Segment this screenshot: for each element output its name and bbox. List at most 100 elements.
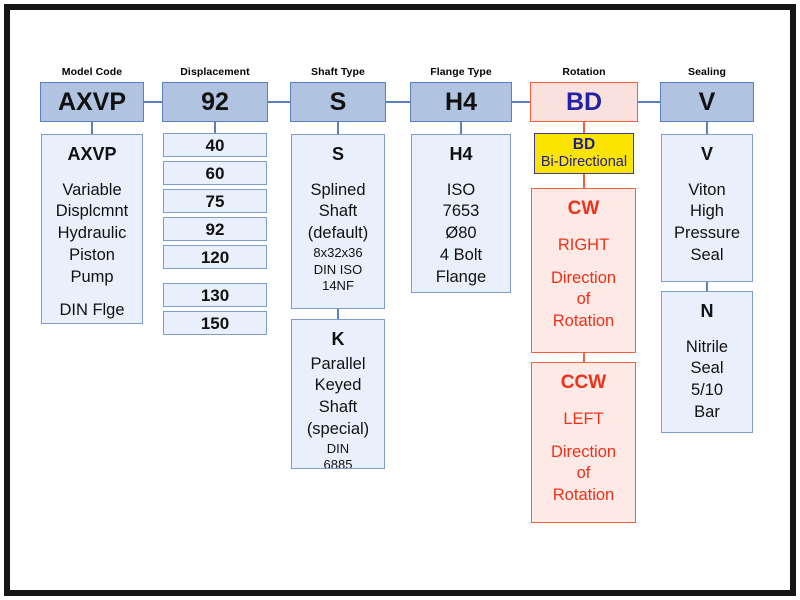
detail-line: of bbox=[576, 290, 591, 309]
detail-code-sealing-n: N bbox=[700, 301, 714, 321]
detail-code-flange-h4: H4 bbox=[449, 144, 473, 164]
header-box-shaft-type[interactable]: S bbox=[290, 82, 386, 122]
column-label-sealing: Sealing bbox=[687, 66, 727, 78]
detail-code-shaft-s: S bbox=[331, 144, 344, 164]
detail-line: Seal bbox=[690, 359, 724, 378]
detail-line: 7653 bbox=[442, 202, 480, 221]
detail-code-sealing-v: V bbox=[700, 144, 713, 164]
connector-header-2-3 bbox=[268, 101, 290, 103]
header-box-flange-type[interactable]: H4 bbox=[410, 82, 512, 122]
list-item-value: 150 bbox=[200, 313, 230, 333]
detail-line: 5/10 bbox=[690, 381, 724, 400]
detail-box-shaft-s[interactable]: S Splined Shaft (default) 8x32x36 DIN IS… bbox=[291, 134, 385, 309]
column-label-flange-type: Flange Type bbox=[430, 66, 492, 78]
highlight-line-bd: Bi-Directional bbox=[540, 153, 628, 170]
detail-line: Parallel bbox=[310, 354, 366, 373]
detail-box-rotation-cw[interactable]: CW RIGHT Direction of Rotation bbox=[531, 188, 636, 353]
list-item-value: 130 bbox=[200, 285, 230, 305]
detail-box-rotation-ccw[interactable]: CCW LEFT Direction of Rotation bbox=[531, 362, 636, 523]
connector-header-4-5 bbox=[512, 101, 530, 103]
connector-model-code-down bbox=[91, 122, 93, 134]
detail-box-sealing-v[interactable]: V Viton High Pressure Seal bbox=[661, 134, 753, 282]
detail-line: Bar bbox=[694, 402, 720, 421]
list-item-displacement-150[interactable]: 150 bbox=[163, 311, 267, 335]
detail-line-small: 8x32x36 bbox=[313, 244, 363, 260]
detail-line-small: DIN bbox=[326, 440, 350, 456]
detail-line: Direction bbox=[550, 442, 617, 461]
list-item-displacement-92[interactable]: 92 bbox=[163, 217, 267, 241]
connector-shaft-s-to-k bbox=[337, 309, 339, 319]
detail-line: LEFT bbox=[563, 409, 604, 428]
connector-flange-type-down bbox=[460, 122, 462, 134]
highlight-box-bd[interactable]: BD Bi-Directional bbox=[534, 133, 634, 174]
detail-line: Shaft bbox=[318, 398, 358, 417]
detail-box-axvp[interactable]: AXVP Variable Displcmnt Hydraulic Piston… bbox=[41, 134, 143, 324]
detail-line: (special) bbox=[306, 419, 370, 438]
list-item-value: 75 bbox=[205, 191, 225, 211]
header-box-model-code[interactable]: AXVP bbox=[40, 82, 144, 122]
connector-cw-to-ccw bbox=[583, 353, 585, 362]
detail-line: Pressure bbox=[673, 224, 741, 243]
header-code-sealing: V bbox=[698, 87, 716, 116]
list-item-displacement-130[interactable]: 130 bbox=[163, 283, 267, 307]
detail-code-axvp: AXVP bbox=[67, 144, 117, 164]
list-item-value: 92 bbox=[205, 219, 225, 239]
detail-box-flange-h4[interactable]: H4 ISO 7653 Ø80 4 Bolt Flange bbox=[411, 134, 511, 293]
connector-displacement-down bbox=[214, 122, 216, 133]
detail-code-cw: CW bbox=[567, 198, 600, 219]
detail-line: Hydraulic bbox=[57, 224, 127, 243]
detail-line: Variable bbox=[62, 180, 122, 199]
detail-line: Shaft bbox=[318, 202, 358, 221]
detail-line-small: DIN ISO bbox=[313, 261, 363, 277]
connector-header-5-6 bbox=[638, 101, 660, 103]
list-item-value: 120 bbox=[200, 247, 230, 267]
header-box-displacement[interactable]: 92 bbox=[162, 82, 268, 122]
detail-line: Direction bbox=[550, 268, 617, 287]
detail-line: RIGHT bbox=[557, 235, 610, 254]
detail-line: Rotation bbox=[552, 486, 615, 505]
header-code-rotation: BD bbox=[565, 87, 603, 116]
column-label-rotation: Rotation bbox=[562, 66, 606, 78]
list-item-value: 60 bbox=[205, 163, 225, 183]
detail-line: DIN Flge bbox=[59, 300, 125, 319]
column-label-model-code: Model Code bbox=[61, 66, 123, 78]
list-item-value: 40 bbox=[205, 135, 225, 155]
list-item-displacement-120[interactable]: 120 bbox=[163, 245, 267, 269]
detail-line: Displcmnt bbox=[55, 202, 129, 221]
header-code-model-code: AXVP bbox=[57, 87, 127, 116]
connector-bd-to-cw bbox=[583, 174, 585, 188]
header-code-displacement: 92 bbox=[201, 87, 229, 116]
detail-code-shaft-k: K bbox=[331, 329, 345, 349]
header-box-sealing[interactable]: V bbox=[660, 82, 754, 122]
detail-line: High bbox=[690, 202, 724, 221]
column-label-displacement: Displacement bbox=[180, 66, 250, 78]
detail-line: Viton bbox=[688, 180, 726, 199]
header-box-rotation[interactable]: BD bbox=[530, 82, 638, 122]
connector-sealing-v-to-n bbox=[706, 282, 708, 291]
detail-line: Seal bbox=[690, 245, 724, 264]
list-item-displacement-40[interactable]: 40 bbox=[163, 133, 267, 157]
list-item-displacement-75[interactable]: 75 bbox=[163, 189, 267, 213]
column-label-shaft-type: Shaft Type bbox=[311, 66, 365, 78]
detail-line: Flange bbox=[435, 267, 487, 286]
connector-header-3-4 bbox=[386, 101, 410, 103]
detail-line-small: 14NF bbox=[322, 278, 354, 294]
detail-code-ccw: CCW bbox=[560, 372, 607, 393]
connector-shaft-type-down bbox=[337, 122, 339, 134]
detail-box-shaft-k[interactable]: K Parallel Keyed Shaft (special) DIN 688… bbox=[291, 319, 385, 469]
highlight-code-bd: BD bbox=[572, 135, 596, 153]
list-item-displacement-60[interactable]: 60 bbox=[163, 161, 267, 185]
detail-line: Piston bbox=[69, 245, 115, 264]
detail-line: of bbox=[576, 464, 591, 483]
connector-rotation-down bbox=[583, 122, 585, 133]
connector-sealing-down bbox=[706, 122, 708, 134]
detail-line: 4 Bolt bbox=[439, 245, 483, 264]
detail-line: Pump bbox=[70, 267, 114, 286]
detail-line: (default) bbox=[307, 224, 369, 243]
detail-line-small: 6885 bbox=[323, 457, 353, 469]
detail-line: ISO bbox=[446, 180, 476, 199]
detail-box-sealing-n[interactable]: N Nitrile Seal 5/10 Bar bbox=[661, 291, 753, 433]
header-code-shaft-type: S bbox=[329, 87, 347, 116]
detail-line: Splined bbox=[310, 180, 366, 199]
